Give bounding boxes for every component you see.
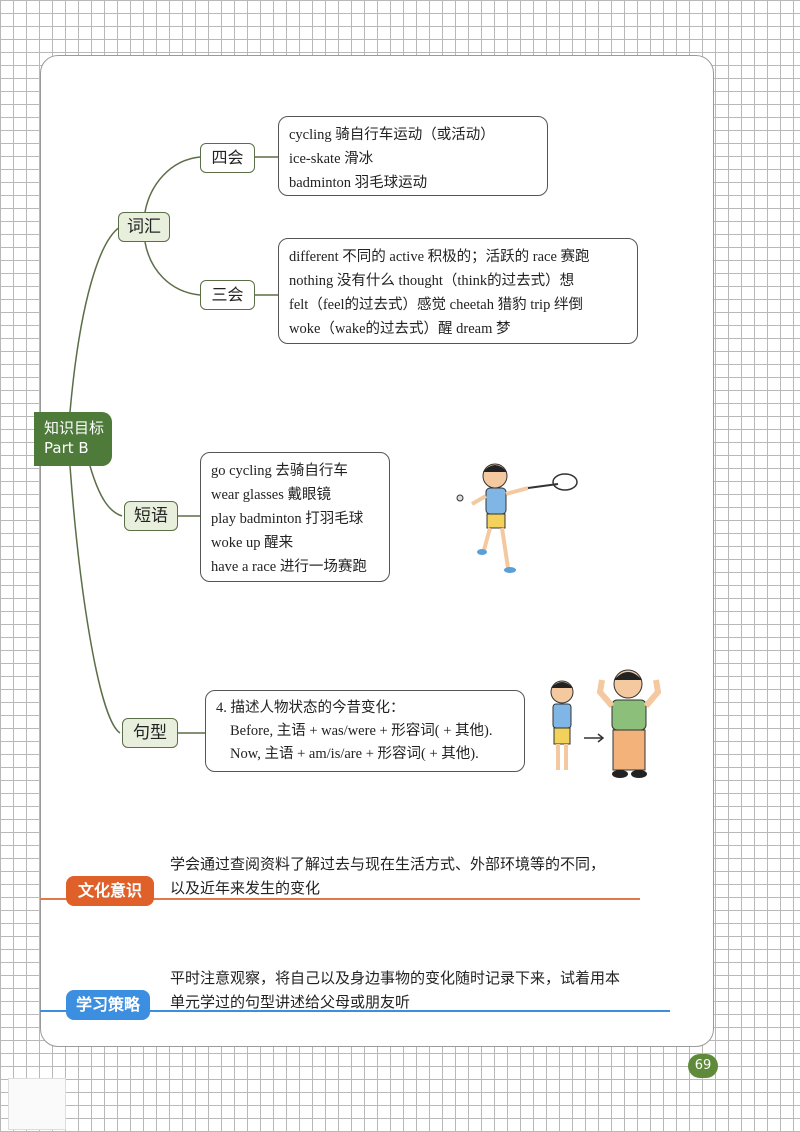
culture-text: 学会通过查阅资料了解过去与现在生活方式、外部环境等的不同， 以及近年来发生的变化 — [170, 852, 640, 900]
word-item: felt（feel的过去式）感觉 cheetah 猎豹 trip 绊倒 — [289, 297, 583, 313]
phrase-item: woke up 醒来 — [211, 535, 294, 551]
branch-sentences: 句型 — [122, 718, 178, 748]
branch-vocabulary: 词汇 — [118, 212, 170, 242]
word-item: ice-skate 滑冰 — [289, 151, 374, 167]
phrases-box: go cycling 去骑自行车 wear glasses 戴眼镜 play b… — [200, 452, 390, 582]
line-root-phrases — [89, 465, 123, 517]
line-root-vocabulary — [69, 226, 121, 413]
four-skills-box: cycling 骑自行车运动（或活动） ice-skate 滑冰 badmint… — [278, 116, 548, 196]
strategy-tag: 学习策略 — [66, 990, 150, 1020]
strategy-text-line-2: 单元学过的句型讲述给父母或朋友听 — [170, 993, 411, 1011]
sentence-pattern-before: Before, 主语 + was/were + 形容词( + 其他). — [230, 723, 493, 739]
culture-underline — [40, 898, 640, 900]
page-number: 69 — [688, 1054, 718, 1078]
phrase-item: have a race 进行一场赛跑 — [211, 559, 367, 575]
root-subtitle: Part B — [44, 439, 89, 457]
boy-playing-badminton-illustration — [456, 463, 578, 573]
word-item: badminton 羽毛球运动 — [289, 175, 428, 191]
branch-phrases: 短语 — [124, 501, 178, 531]
root-node-knowledge-goals: 知识目标 Part B — [34, 412, 112, 466]
word-item: woke（wake的过去式）醒 dream 梦 — [289, 321, 511, 337]
line-vocab-three — [144, 241, 201, 296]
word-item: different 不同的 active 积极的；活跃的 race 赛跑 — [289, 249, 590, 265]
strategy-underline — [40, 1010, 670, 1012]
root-title: 知识目标 — [44, 419, 105, 437]
culture-text-line-1: 学会通过查阅资料了解过去与现在生活方式、外部环境等的不同， — [170, 855, 606, 873]
boy-before-after-illustration — [550, 669, 662, 778]
watermark-stamp — [8, 1078, 66, 1130]
three-skills-box: different 不同的 active 积极的；活跃的 race 赛跑 not… — [278, 238, 638, 344]
word-item: cycling 骑自行车运动（或活动） — [289, 127, 495, 143]
culture-text-line-2: 以及近年来发生的变化 — [170, 879, 321, 897]
sentences-box: 4. 描述人物状态的今昔变化： Before, 主语 + was/were + … — [205, 690, 525, 772]
word-item: nothing 没有什么 thought（think的过去式）想 — [289, 273, 575, 289]
leaf-three-skills: 三会 — [200, 280, 255, 310]
phrase-item: go cycling 去骑自行车 — [211, 463, 348, 479]
culture-tag: 文化意识 — [66, 876, 154, 906]
line-vocab-four — [144, 156, 201, 213]
sentence-pattern-now: Now, 主语 + am/is/are + 形容词( + 其他). — [230, 746, 479, 762]
strategy-text: 平时注意观察，将自己以及身边事物的变化随时记录下来，试着用本 单元学过的句型讲述… — [170, 966, 640, 1014]
phrase-item: wear glasses 戴眼镜 — [211, 487, 331, 503]
phrase-item: play badminton 打羽毛球 — [211, 511, 364, 527]
sentence-heading: 4. 描述人物状态的今昔变化： — [216, 700, 405, 716]
line-root-sentences — [69, 465, 121, 734]
leaf-four-skills: 四会 — [200, 143, 255, 173]
strategy-text-line-1: 平时注意观察，将自己以及身边事物的变化随时记录下来，试着用本 — [170, 969, 621, 987]
